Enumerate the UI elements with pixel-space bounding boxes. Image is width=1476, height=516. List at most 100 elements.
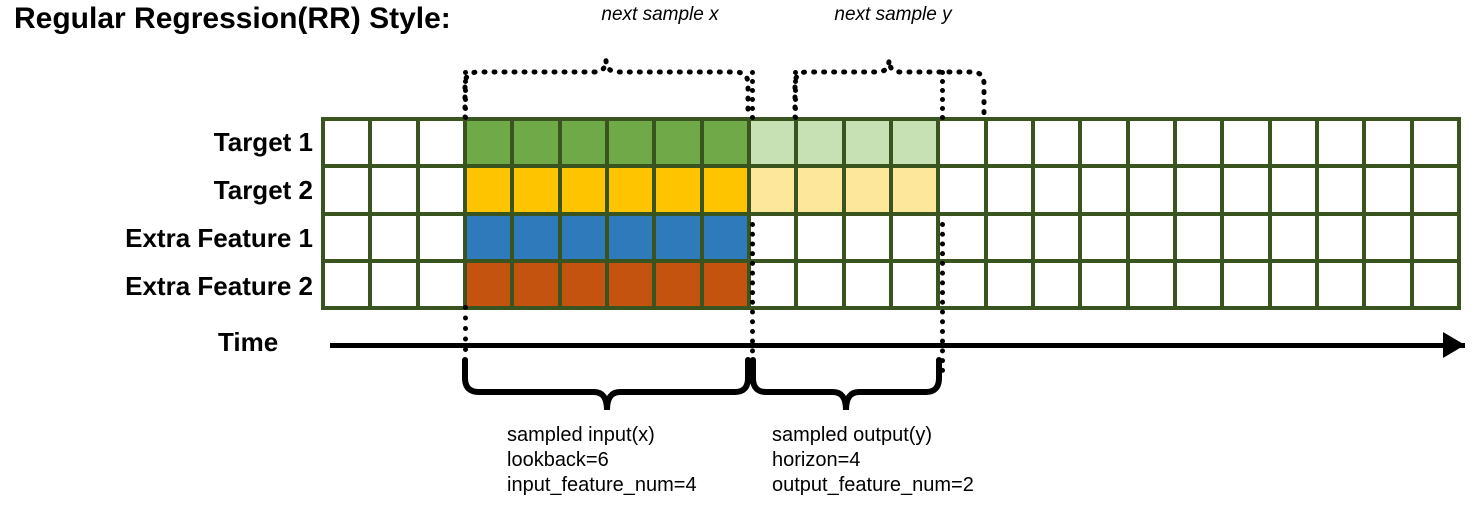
grid-cell-extra-feature-2 [466, 262, 511, 306]
row-label-extra-feature-2: Extra Feature 2 [125, 271, 313, 301]
grid-cell-extra-feature-1 [466, 215, 511, 259]
grid-cell-empty [419, 121, 463, 165]
grid-cell-extra-feature-2 [514, 262, 558, 306]
grid-cell-empty [1082, 168, 1126, 212]
grid-cell-extra-feature-1 [656, 215, 700, 259]
grid-cell-empty [1129, 121, 1173, 165]
grid-cell-empty [1129, 215, 1173, 259]
brace-next-sample-y [792, 59, 987, 121]
guide-line-output-end [940, 222, 945, 373]
grid-cell-empty [987, 168, 1031, 212]
grid-cell-target-1 [466, 121, 511, 165]
time-axis-label: Time [218, 327, 279, 357]
grid-cell-target-2-output [892, 168, 937, 212]
grid-cell-empty [987, 121, 1031, 165]
grid-cell-target-1 [561, 121, 605, 165]
grid-cell-empty [1224, 262, 1268, 306]
grid-cell-empty [325, 262, 369, 306]
grid-cell-empty [1413, 262, 1457, 306]
guide-line-input-start [463, 305, 468, 373]
grid-cell-empty [325, 168, 369, 212]
grid-cell-empty [1318, 168, 1363, 212]
grid-cell-empty [1366, 121, 1410, 165]
grid-cell-target-2-output [798, 168, 842, 212]
grid-cell-target-1-output [892, 121, 937, 165]
row-label-group: Target 1 Target 2 Extra Feature 1 Extra … [30, 117, 313, 310]
grid-cell-extra-feature-1 [514, 215, 558, 259]
grid-cell-target-2 [514, 168, 558, 212]
grid-cell-target-2 [561, 168, 605, 212]
grid-cell-empty [1082, 262, 1126, 306]
grid-cell-empty [940, 121, 984, 165]
guide-line-output-end-top [940, 70, 945, 120]
grid-cell-empty [1413, 168, 1457, 212]
grid-cell-empty [1224, 121, 1268, 165]
grid-cell-empty [1034, 215, 1079, 259]
row-label-target-2: Target 2 [213, 175, 313, 205]
grid-cell-target-1 [608, 121, 653, 165]
grid-cell-empty [845, 215, 889, 259]
time-axis-line [330, 343, 1465, 348]
timeline-grid [321, 117, 1461, 310]
grid-cell-extra-feature-2 [656, 262, 700, 306]
grid-cell-empty [1129, 168, 1173, 212]
grid-cell-empty [1082, 215, 1126, 259]
grid-cell-extra-feature-1 [608, 215, 653, 259]
grid-cell-empty [1176, 121, 1221, 165]
grid-cell-empty [1318, 262, 1363, 306]
grid-cell-empty [1271, 121, 1315, 165]
grid-cell-empty [372, 121, 416, 165]
grid-cell-empty [1413, 215, 1457, 259]
grid-cell-empty [940, 215, 984, 259]
guide-line-input-start-top [463, 70, 468, 120]
grid-cell-empty [1271, 262, 1315, 306]
brace-next-sample-x [462, 59, 751, 121]
grid-cell-empty [372, 262, 416, 306]
grid-cell-empty [892, 215, 937, 259]
grid-cell-empty [325, 215, 369, 259]
grid-cell-empty [1318, 121, 1363, 165]
grid-cell-target-1-output [845, 121, 889, 165]
grid-cell-extra-feature-2 [561, 262, 605, 306]
grid-cell-empty [1034, 168, 1079, 212]
grid-cell-empty [1034, 121, 1079, 165]
grid-cell-empty [940, 262, 984, 306]
grid-cell-empty [798, 215, 842, 259]
grid-cell-empty [845, 262, 889, 306]
grid-cell-empty [1176, 168, 1221, 212]
grid-cell-empty [1271, 168, 1315, 212]
grid-cell-empty [1366, 168, 1410, 212]
grid-cell-empty [372, 215, 416, 259]
grid-cell-empty [1413, 121, 1457, 165]
grid-cell-empty [1318, 215, 1363, 259]
guide-line-input-end-top [750, 70, 755, 120]
grid-cell-empty [1271, 215, 1315, 259]
grid-cell-empty [1176, 215, 1221, 259]
time-axis-arrow-icon [1443, 332, 1465, 358]
next-sample-x-label: next sample x [601, 4, 719, 25]
annotation-sampled-output: sampled output(y) horizon=4 output_featu… [772, 424, 974, 496]
guide-line-output-start-top [793, 70, 798, 120]
grid-cell-empty [419, 262, 463, 306]
grid-cell-empty [419, 168, 463, 212]
annotation-sampled-input: sampled input(x) lookback=6 input_featur… [507, 424, 697, 496]
grid-cell-empty [750, 262, 795, 306]
grid-cell-extra-feature-2 [703, 262, 747, 306]
grid-cell-empty [1224, 215, 1268, 259]
grid-cell-empty [1224, 168, 1268, 212]
grid-cell-empty [1082, 121, 1126, 165]
grid-cell-extra-feature-1 [561, 215, 605, 259]
grid-cell-target-1 [514, 121, 558, 165]
grid-cell-empty [1366, 215, 1410, 259]
grid-cell-empty [1129, 262, 1173, 306]
grid-cell-target-2 [608, 168, 653, 212]
grid-cell-extra-feature-2 [608, 262, 653, 306]
grid-cell-empty [1176, 262, 1221, 306]
grid-cell-target-1 [656, 121, 700, 165]
grid-cell-target-2 [656, 168, 700, 212]
grid-cell-empty [987, 215, 1031, 259]
grid-cell-empty [987, 262, 1031, 306]
grid-cell-empty [940, 168, 984, 212]
brace-sampled-input [462, 357, 751, 411]
grid-cell-target-2 [703, 168, 747, 212]
